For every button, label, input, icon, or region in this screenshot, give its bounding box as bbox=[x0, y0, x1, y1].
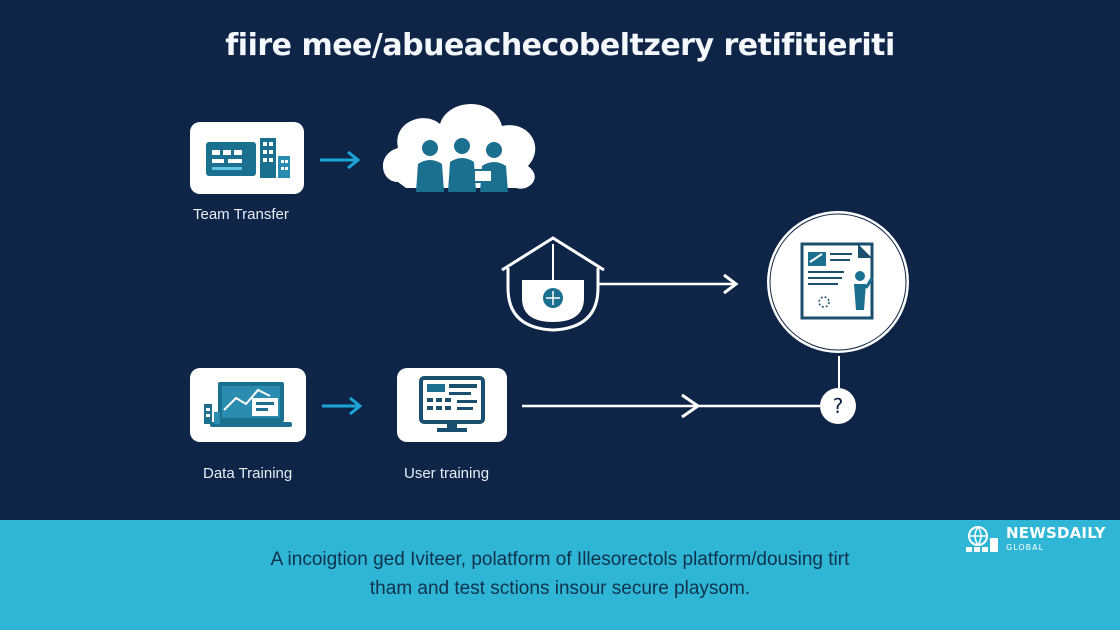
data-training-label: Data Training bbox=[203, 465, 293, 482]
arrow-right-icon bbox=[320, 150, 361, 170]
brand-sub: GLOBAL bbox=[1006, 543, 1045, 552]
caption-line-1: A incoigtion ged Iviteer, polatform of I… bbox=[270, 549, 850, 570]
data-chart-icon bbox=[204, 382, 292, 427]
team-transfer-card bbox=[190, 122, 304, 194]
brand-logo: NEWSDAILY GLOBAL bbox=[962, 522, 1112, 556]
building-chart-icon bbox=[206, 138, 290, 178]
arrow-right-icon bbox=[322, 396, 363, 416]
brand-name: NEWSDAILY bbox=[1006, 524, 1106, 542]
team-transfer-label: Team Transfer bbox=[193, 206, 289, 223]
data-training-card bbox=[190, 368, 306, 442]
globe-icon bbox=[966, 526, 998, 552]
monitor-icon bbox=[419, 376, 485, 432]
connector-line bbox=[838, 356, 840, 388]
arrow-right-icon bbox=[598, 273, 739, 295]
user-training-card bbox=[397, 368, 507, 442]
question-circle: ? bbox=[820, 388, 856, 424]
shield-lock-icon bbox=[501, 236, 605, 332]
arrow-right-icon bbox=[522, 393, 820, 419]
user-training-label: User training bbox=[404, 465, 490, 482]
caption-line-2: tham and test sctions insour secure play… bbox=[369, 578, 751, 599]
cloud-team-icon bbox=[382, 104, 536, 192]
diagram-title: fiire mee/abueachecobeltzery retifitieri… bbox=[225, 28, 895, 63]
caption-band bbox=[0, 520, 1120, 630]
document-review-icon bbox=[765, 209, 911, 355]
question-mark: ? bbox=[832, 394, 844, 418]
